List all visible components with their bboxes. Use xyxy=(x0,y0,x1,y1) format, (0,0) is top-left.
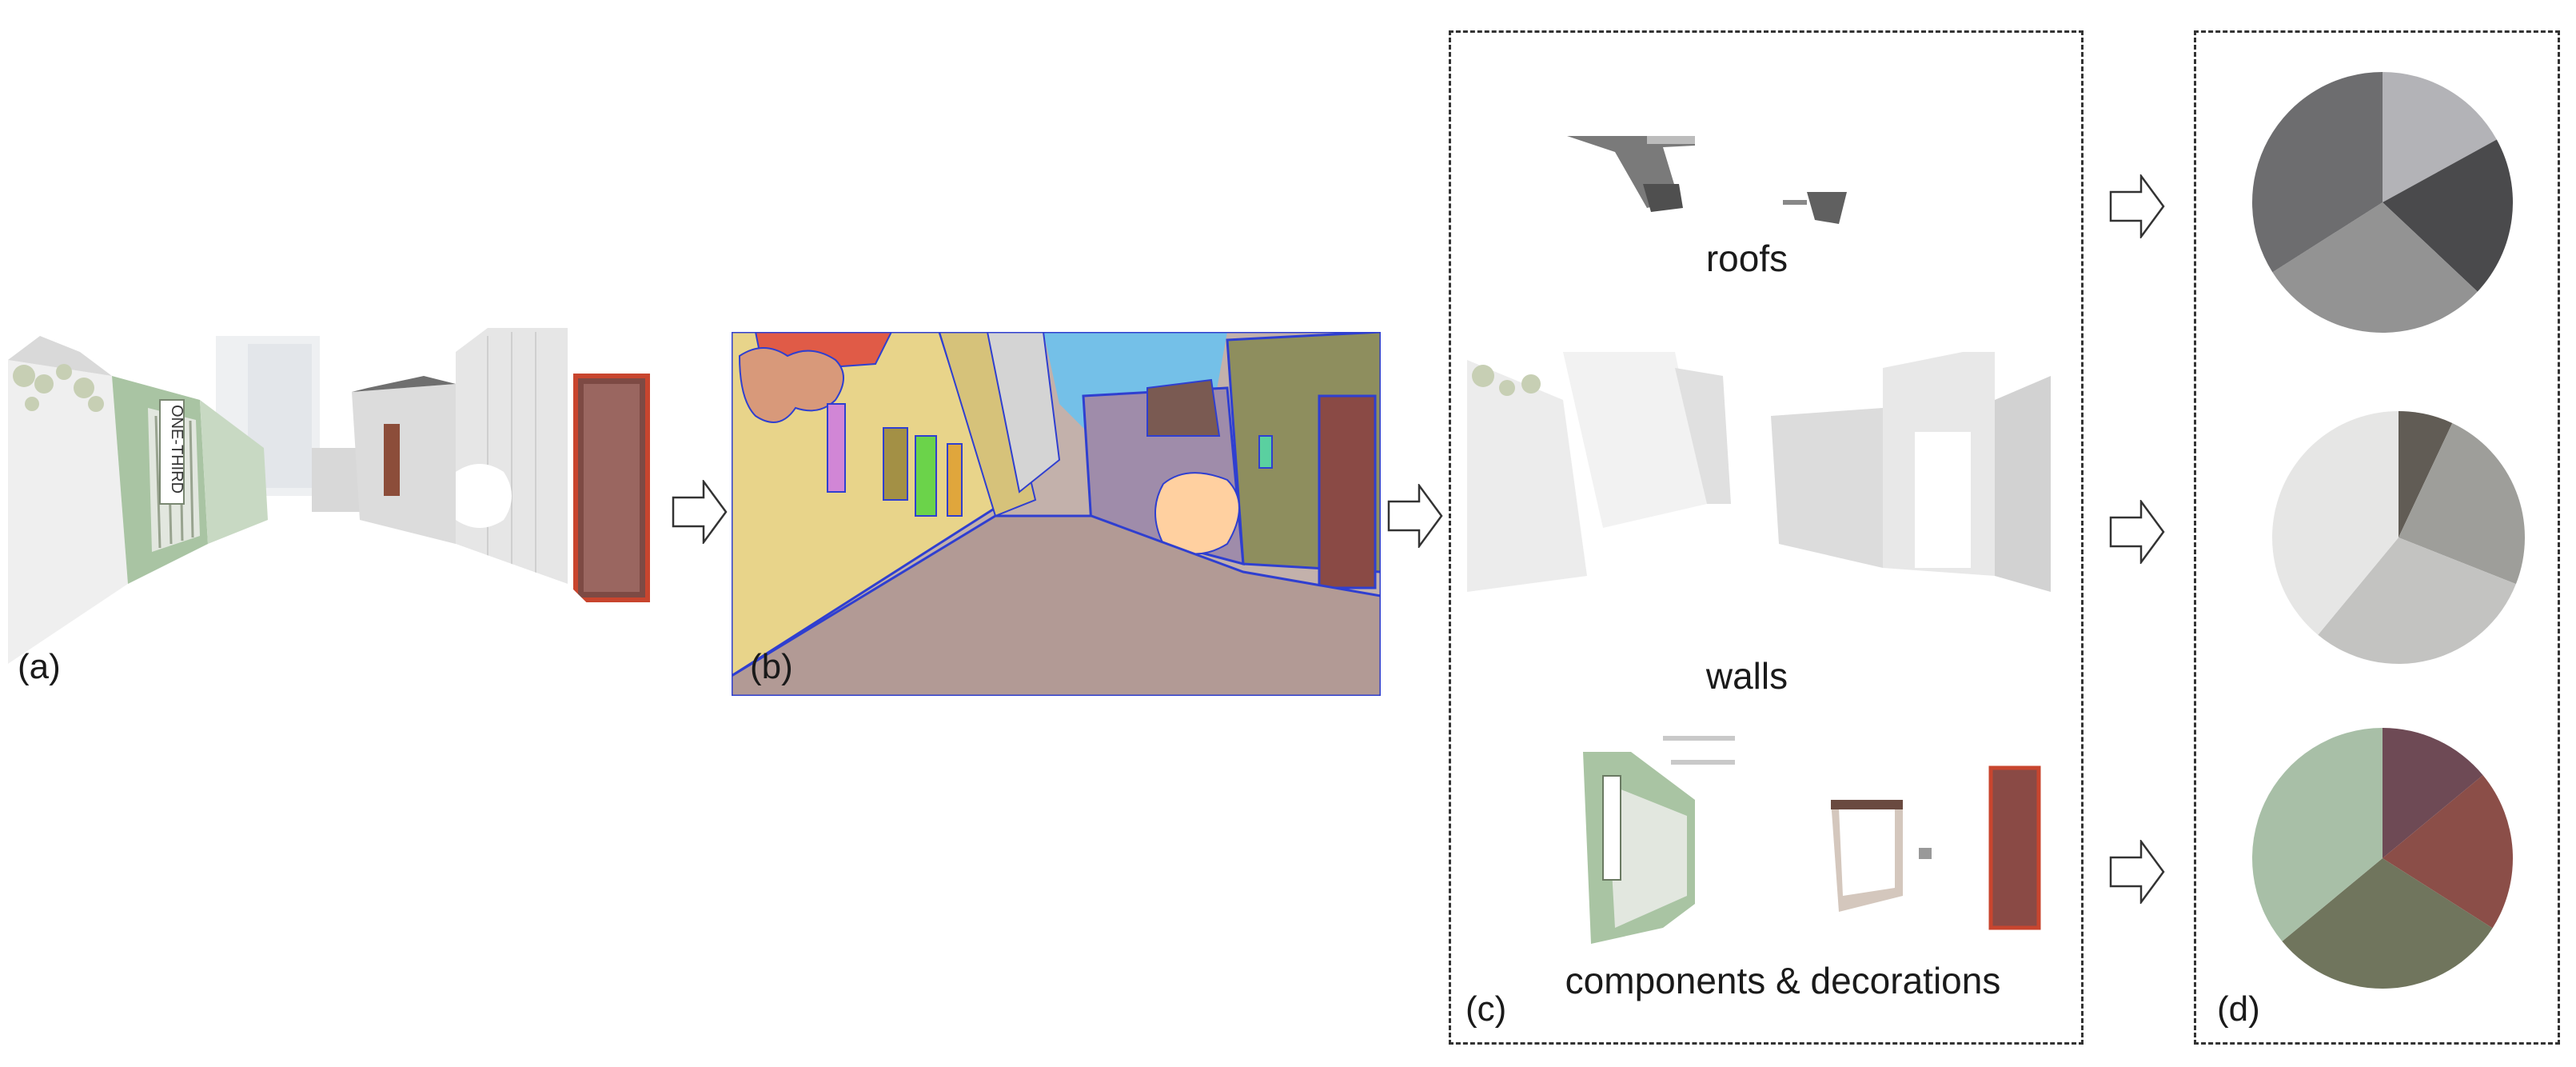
arrow-right-icon xyxy=(2109,174,2165,238)
pie-slice xyxy=(2383,775,2513,929)
caption-walls: walls xyxy=(1705,655,1788,697)
pie-slice xyxy=(2383,728,2483,858)
caption-components-decorations: components & decorations xyxy=(1565,960,2001,1001)
panel-label-c: (c) xyxy=(1465,989,1507,1029)
pie-chart-walls xyxy=(2272,411,2525,664)
pie-chart-roofs xyxy=(2252,72,2513,333)
panel-label-b: (b) xyxy=(750,647,793,686)
panel-label-a: (a) xyxy=(18,647,61,686)
components-pointcloud xyxy=(1567,728,2047,944)
pie-components xyxy=(2251,726,2514,990)
pie-slice xyxy=(2383,72,2497,202)
panel-b-segmentation xyxy=(732,332,1381,696)
pie-slice xyxy=(2252,728,2383,941)
arrow-right-icon xyxy=(2109,840,2165,904)
panel-label-d: (d) xyxy=(2217,989,2260,1029)
panel-d-color-distribution-box xyxy=(2194,30,2560,1045)
pie-slice xyxy=(2318,537,2516,664)
pie-slice xyxy=(2399,411,2453,537)
roofs-pointcloud xyxy=(1567,128,1871,232)
pie-slice xyxy=(2282,858,2493,989)
pie-slice xyxy=(2252,72,2383,273)
walls-pointcloud xyxy=(1467,352,2051,592)
pie-slice xyxy=(2383,139,2513,292)
pie-chart-components xyxy=(2252,728,2513,989)
arrow-right-icon xyxy=(1387,484,1443,548)
pie-slice xyxy=(2272,202,2478,333)
arrow-right-icon xyxy=(2109,500,2165,564)
pie-walls xyxy=(2271,410,2526,665)
caption-roofs: roofs xyxy=(1705,238,1788,279)
arrow-right-icon xyxy=(672,480,728,544)
shop-sign-text: ONE-THIRD xyxy=(168,405,185,494)
pie-roofs xyxy=(2251,70,2514,334)
pie-slice xyxy=(2399,423,2525,585)
panel-a-street-pointcloud: ONE-THIRD xyxy=(8,328,665,680)
panel-c-decomposition-box xyxy=(1449,30,2084,1045)
pie-slice xyxy=(2272,411,2399,635)
